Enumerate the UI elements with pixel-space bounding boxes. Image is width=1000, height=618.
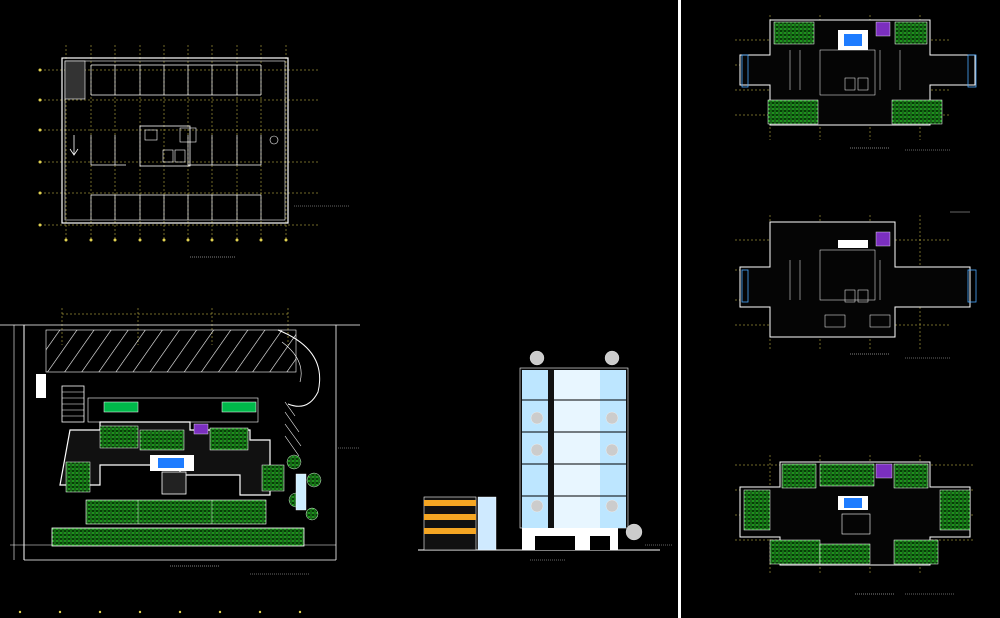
site-plan xyxy=(0,308,360,614)
floor-plan-middle xyxy=(735,211,977,359)
floor-plan-upper xyxy=(735,15,977,151)
sheet-divider xyxy=(678,0,681,618)
parking-plan xyxy=(38,45,350,258)
elevation xyxy=(418,350,672,561)
roof-plan xyxy=(735,455,975,595)
